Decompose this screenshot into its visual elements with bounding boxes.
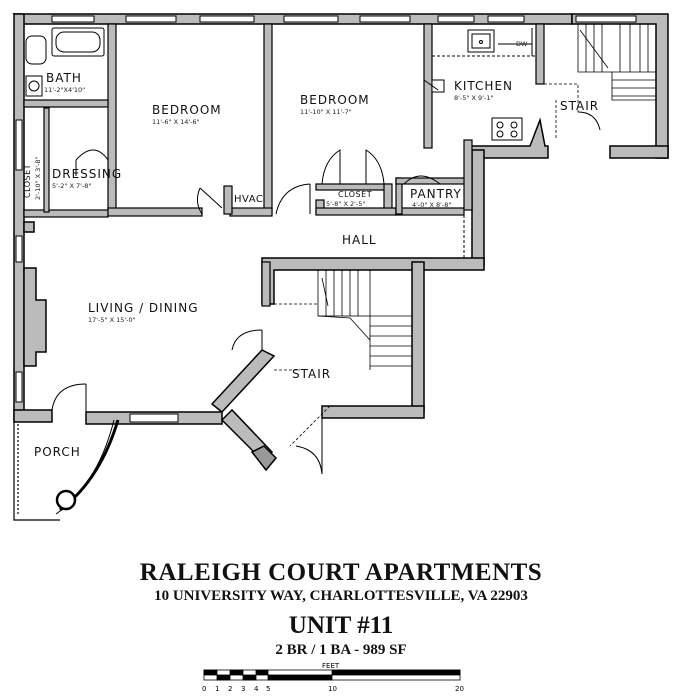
kitchen-label: KITCHEN: [454, 79, 513, 93]
bedroom1-label: BEDROOM: [152, 103, 222, 117]
closet-center-label: CLOSET: [338, 190, 372, 199]
floor-plan: BATH 11'-2"X4'10" BEDROOM 11'-6" X 14'-6…: [12, 13, 669, 521]
title-block: RALEIGH COURT APARTMENTS 10 UNIVERSITY W…: [0, 558, 682, 658]
bedroom2-dims: 11'-10" X 11'-7": [300, 108, 352, 116]
kitchen-dims: 8'-5" X 9'-1": [454, 94, 493, 102]
scale-label: FEET: [322, 662, 340, 670]
closet-left-dims: 2'-10" X 3'-8": [34, 156, 42, 200]
room-labels: BATH 11'-2"X4'10" BEDROOM 11'-6" X 14'-6…: [23, 40, 599, 459]
scale-tick-5: 5: [266, 685, 270, 693]
stair-main-treads: [274, 269, 412, 447]
unit-number: UNIT #11: [288, 612, 394, 639]
scale-tick-2: 2: [228, 685, 232, 693]
porch-label: PORCH: [34, 445, 81, 459]
scale-tick-3: 3: [241, 685, 245, 693]
scale-tick-0: 0: [202, 685, 206, 693]
scale-tick-10: 10: [328, 685, 337, 693]
hall-label: HALL: [342, 233, 377, 247]
bath-fixtures: [25, 27, 105, 97]
bath-dims: 11'-2"X4'10": [44, 86, 85, 94]
stair-top-treads: [544, 23, 657, 140]
stair-top-label: STAIR: [560, 99, 599, 113]
exterior-walls: [12, 13, 669, 472]
hvac-label: HVAC: [234, 194, 263, 205]
bath-label: BATH: [46, 71, 82, 85]
dressing-dims: 5'-2" X 7'-8": [52, 182, 91, 190]
pantry-label: PANTRY: [410, 187, 462, 201]
bedroom2-label: BEDROOM: [300, 93, 370, 107]
pantry-dims: 4'-0" X 8'-8": [412, 201, 451, 209]
living-dims: 17'-5" X 15'-0": [88, 316, 136, 324]
windows: [15, 15, 637, 423]
unit-summary: 2 BR / 1 BA - 989 SF: [275, 642, 407, 658]
scale-tick-20: 20: [455, 685, 464, 693]
porch: [13, 419, 120, 521]
scale-tick-4: 4: [254, 685, 259, 693]
closet-left-label: CLOSET: [23, 164, 32, 198]
dishwasher-label: DW: [516, 40, 528, 48]
kitchen-fixtures: [431, 28, 536, 141]
dressing-label: DRESSING: [52, 167, 122, 181]
building-name: RALEIGH COURT APARTMENTS: [139, 559, 543, 586]
living-label: LIVING / DINING: [88, 301, 199, 315]
stair-main-label: STAIR: [292, 367, 331, 381]
building-address: 10 UNIVERSITY WAY, CHARLOTTESVILLE, VA 2…: [154, 588, 528, 604]
bedroom1-dims: 11'-6" X 14'-6": [152, 118, 200, 126]
door-swings: [51, 79, 601, 475]
scale-bar: FEET 0 1 2 3 4 5 10 20: [202, 662, 464, 693]
closet-center-dims: 5'-8" X 2'-5": [326, 200, 365, 208]
scale-tick-1: 1: [215, 685, 219, 693]
interior-walls: [23, 23, 545, 307]
chimney: [23, 221, 47, 367]
